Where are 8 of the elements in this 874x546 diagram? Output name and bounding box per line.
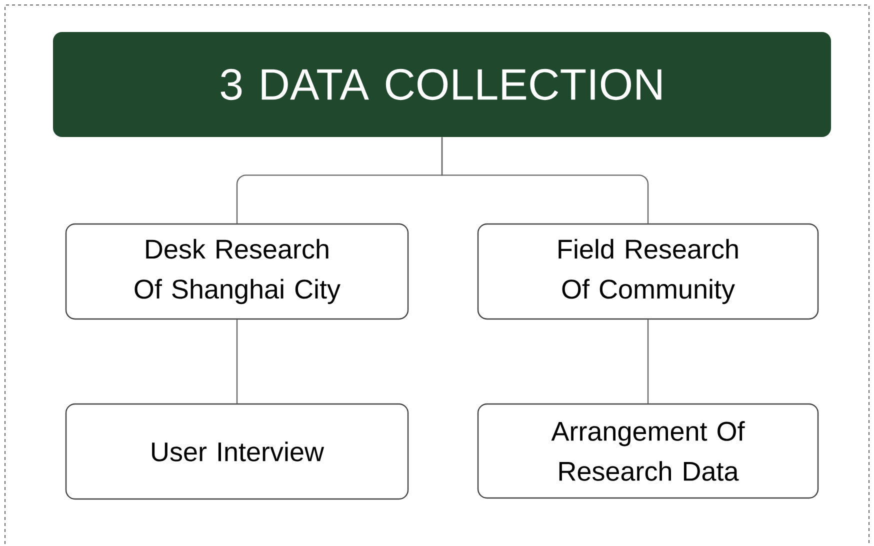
process-box: User Interview xyxy=(65,403,409,500)
process-box: Desk Research Of Shanghai City xyxy=(65,223,409,320)
process-box: Field Research Of Community xyxy=(477,223,819,320)
title-banner: 3 DATA COLLECTION xyxy=(53,32,832,137)
connector-line xyxy=(236,320,238,404)
connector-line xyxy=(441,137,649,224)
connector-line xyxy=(647,320,649,404)
process-box: Arrangement Of Research Data xyxy=(477,403,819,499)
